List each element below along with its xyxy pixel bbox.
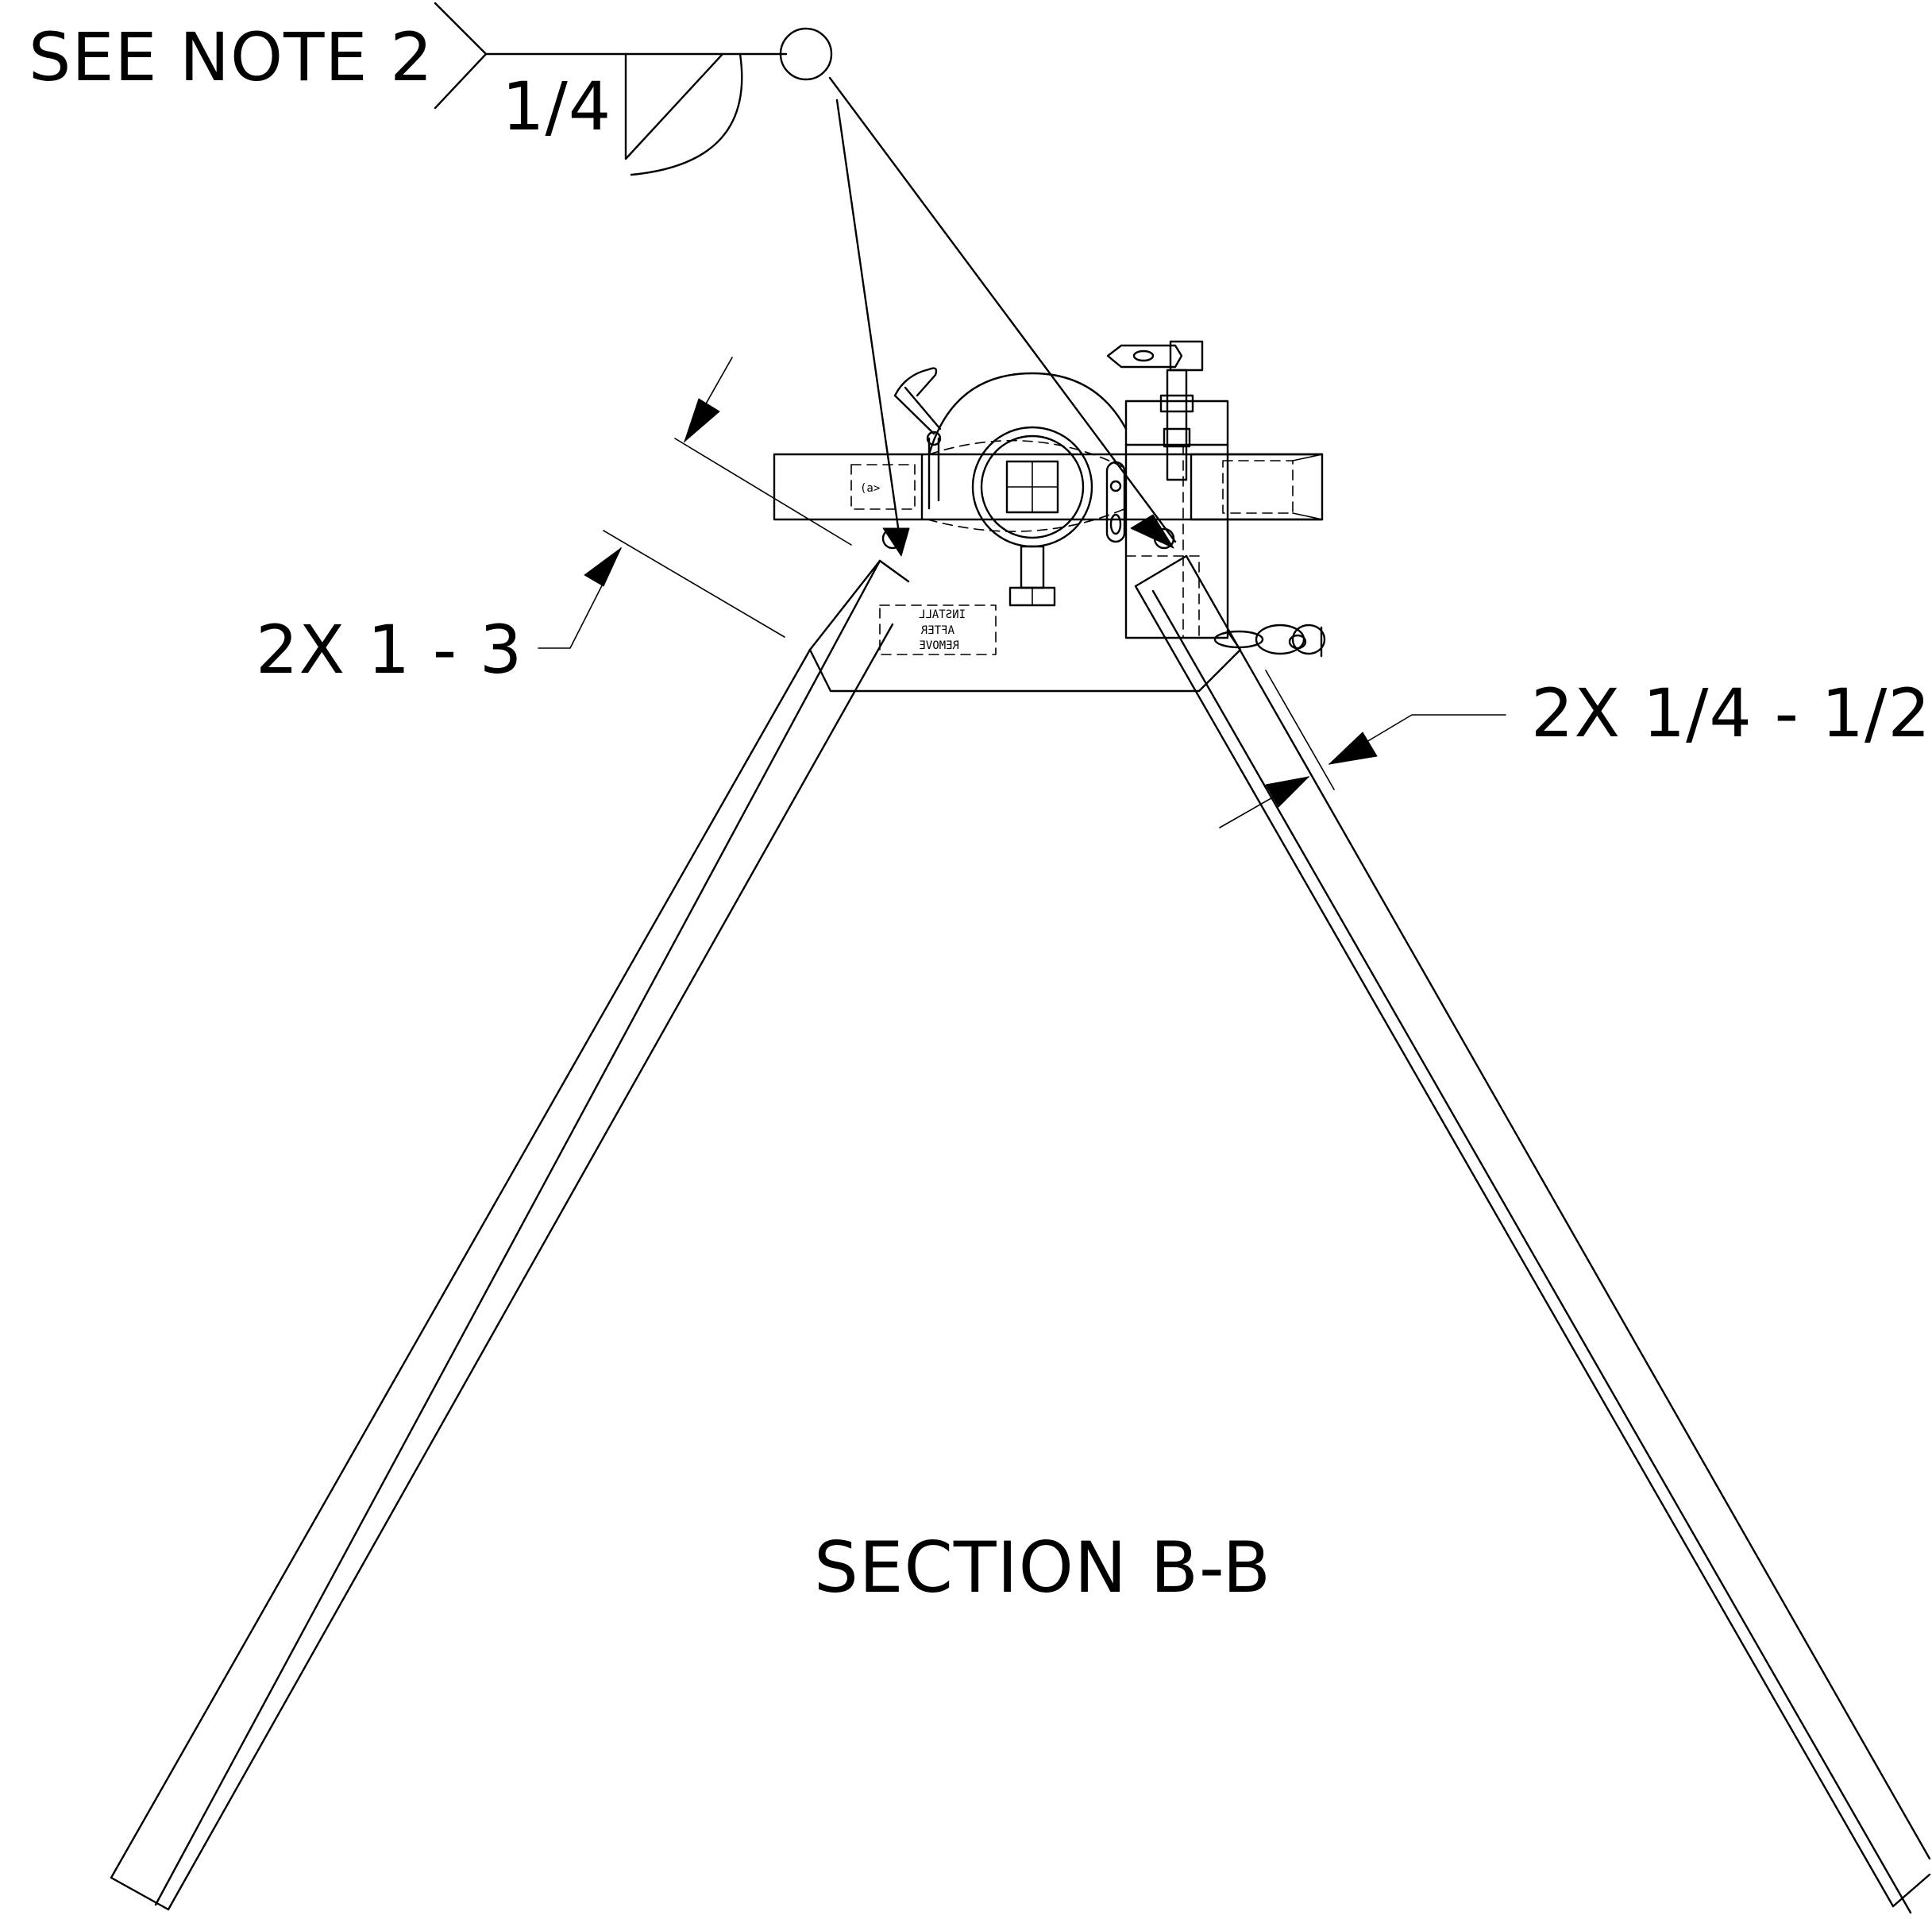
left-leg-top-cap bbox=[878, 559, 910, 583]
tag-line-remove: REMOVE bbox=[919, 639, 959, 652]
dimension-left-label: 2X 1 - 3 bbox=[256, 611, 523, 689]
dimension-right bbox=[1219, 670, 1506, 828]
left-leg bbox=[110, 559, 910, 1911]
weld-all-around-arc bbox=[630, 52, 743, 176]
dimension-right-label: 2X 1/4 - 1/2 bbox=[1531, 674, 1931, 752]
right-leg-top-cap bbox=[1134, 554, 1188, 588]
cam-lever-slot bbox=[1109, 513, 1122, 535]
dimension-left bbox=[538, 357, 852, 649]
right-leg bbox=[1134, 554, 1931, 1914]
beam-slot-symbol: (a> bbox=[860, 482, 880, 495]
beam-right-end bbox=[1190, 453, 1324, 521]
pin-nut bbox=[1163, 427, 1191, 448]
latch-arm-2 bbox=[904, 386, 942, 431]
tag-line-after: AFTER bbox=[920, 624, 954, 637]
latch-lever bbox=[881, 367, 942, 550]
weld-leader-arrow-right bbox=[1130, 514, 1174, 549]
hub-bolt-shank bbox=[1020, 545, 1045, 589]
dim-right-extension bbox=[1265, 670, 1335, 790]
base-plate bbox=[808, 630, 1242, 693]
latch-pivot bbox=[926, 431, 942, 446]
weld-leader-arrow-left bbox=[882, 527, 910, 557]
dim-left-extension-2 bbox=[603, 530, 785, 638]
beam-left-slot bbox=[850, 464, 916, 510]
weld-tail-lower bbox=[434, 52, 488, 110]
right-leg-outer-edge bbox=[1185, 554, 1931, 1860]
beam-insert-line bbox=[1292, 454, 1323, 461]
weld-tail-upper bbox=[434, 2, 488, 56]
dim-right-arrow-inner bbox=[1265, 776, 1309, 808]
weld-note-label: SEE NOTE 2 bbox=[29, 18, 434, 96]
section-title: SECTION B-B bbox=[814, 1527, 1272, 1608]
bracket-plate bbox=[1124, 400, 1229, 639]
shackle-link-3 bbox=[1291, 624, 1326, 655]
field-weld-circle bbox=[779, 27, 833, 81]
weld-leader-right bbox=[828, 76, 1177, 543]
clamp-hidden-arc-lower bbox=[927, 508, 1127, 532]
clamp-guard-arc bbox=[927, 372, 1128, 456]
dim-left-extension-1 bbox=[674, 438, 852, 546]
cam-lever-body bbox=[1105, 461, 1126, 543]
dim-right-arrow-outer bbox=[1328, 732, 1378, 765]
pin-assembly bbox=[1106, 340, 1204, 481]
beam-insert-line-2 bbox=[1292, 512, 1323, 520]
dim-left-arrow-top bbox=[684, 398, 720, 442]
weld-symbol bbox=[434, 2, 1177, 557]
cam-lever bbox=[1105, 461, 1175, 550]
fillet-weld-triangle bbox=[624, 52, 724, 160]
right-leg-end-cap bbox=[1892, 1873, 1931, 1908]
weld-size-label: 1/4 bbox=[502, 68, 612, 145]
pin-handle bbox=[1106, 344, 1183, 369]
right-leg-inner-edge-2 bbox=[1151, 589, 1912, 1914]
cam-lower-pivot bbox=[1153, 527, 1175, 550]
chain-shackle bbox=[1213, 624, 1326, 658]
latch-arm bbox=[893, 394, 935, 435]
horizontal-beam: (a> bbox=[773, 453, 1324, 521]
hub-inner-circle bbox=[980, 434, 1085, 539]
left-leg-end-cap bbox=[110, 1876, 170, 1911]
latch-hook bbox=[893, 367, 938, 397]
shackle-link-4 bbox=[1288, 634, 1307, 650]
left-leg-outer-edge bbox=[110, 648, 812, 1879]
bracket-hidden-box bbox=[1125, 555, 1200, 639]
dim-left-arrow-bottom bbox=[584, 547, 622, 587]
latch-lower-pivot bbox=[881, 527, 904, 550]
left-leg-inner-edge-2 bbox=[167, 623, 894, 1911]
tag-plate: REMOVE AFTER INSTALL bbox=[879, 604, 997, 655]
clamp-hidden-arc-upper bbox=[928, 439, 1127, 469]
pin-collar bbox=[1159, 394, 1194, 413]
left-leg-top-edge bbox=[808, 559, 881, 651]
beam-right-insert bbox=[1222, 460, 1294, 514]
cam-lever-pin bbox=[1109, 480, 1122, 492]
beam-left-body bbox=[773, 453, 924, 521]
left-leg-inner-edge-1 bbox=[154, 559, 881, 1906]
pin-handle-hole bbox=[1132, 349, 1155, 362]
weld-leader-left bbox=[835, 98, 903, 551]
clamp-hub bbox=[927, 372, 1128, 607]
pin-shaft bbox=[1166, 369, 1188, 481]
tag-plate-outline bbox=[879, 604, 997, 655]
right-leg-inner-edge-1 bbox=[1134, 585, 1895, 1908]
shackle-link-1 bbox=[1213, 630, 1264, 649]
tag-line-install: INSTALL bbox=[919, 608, 966, 621]
